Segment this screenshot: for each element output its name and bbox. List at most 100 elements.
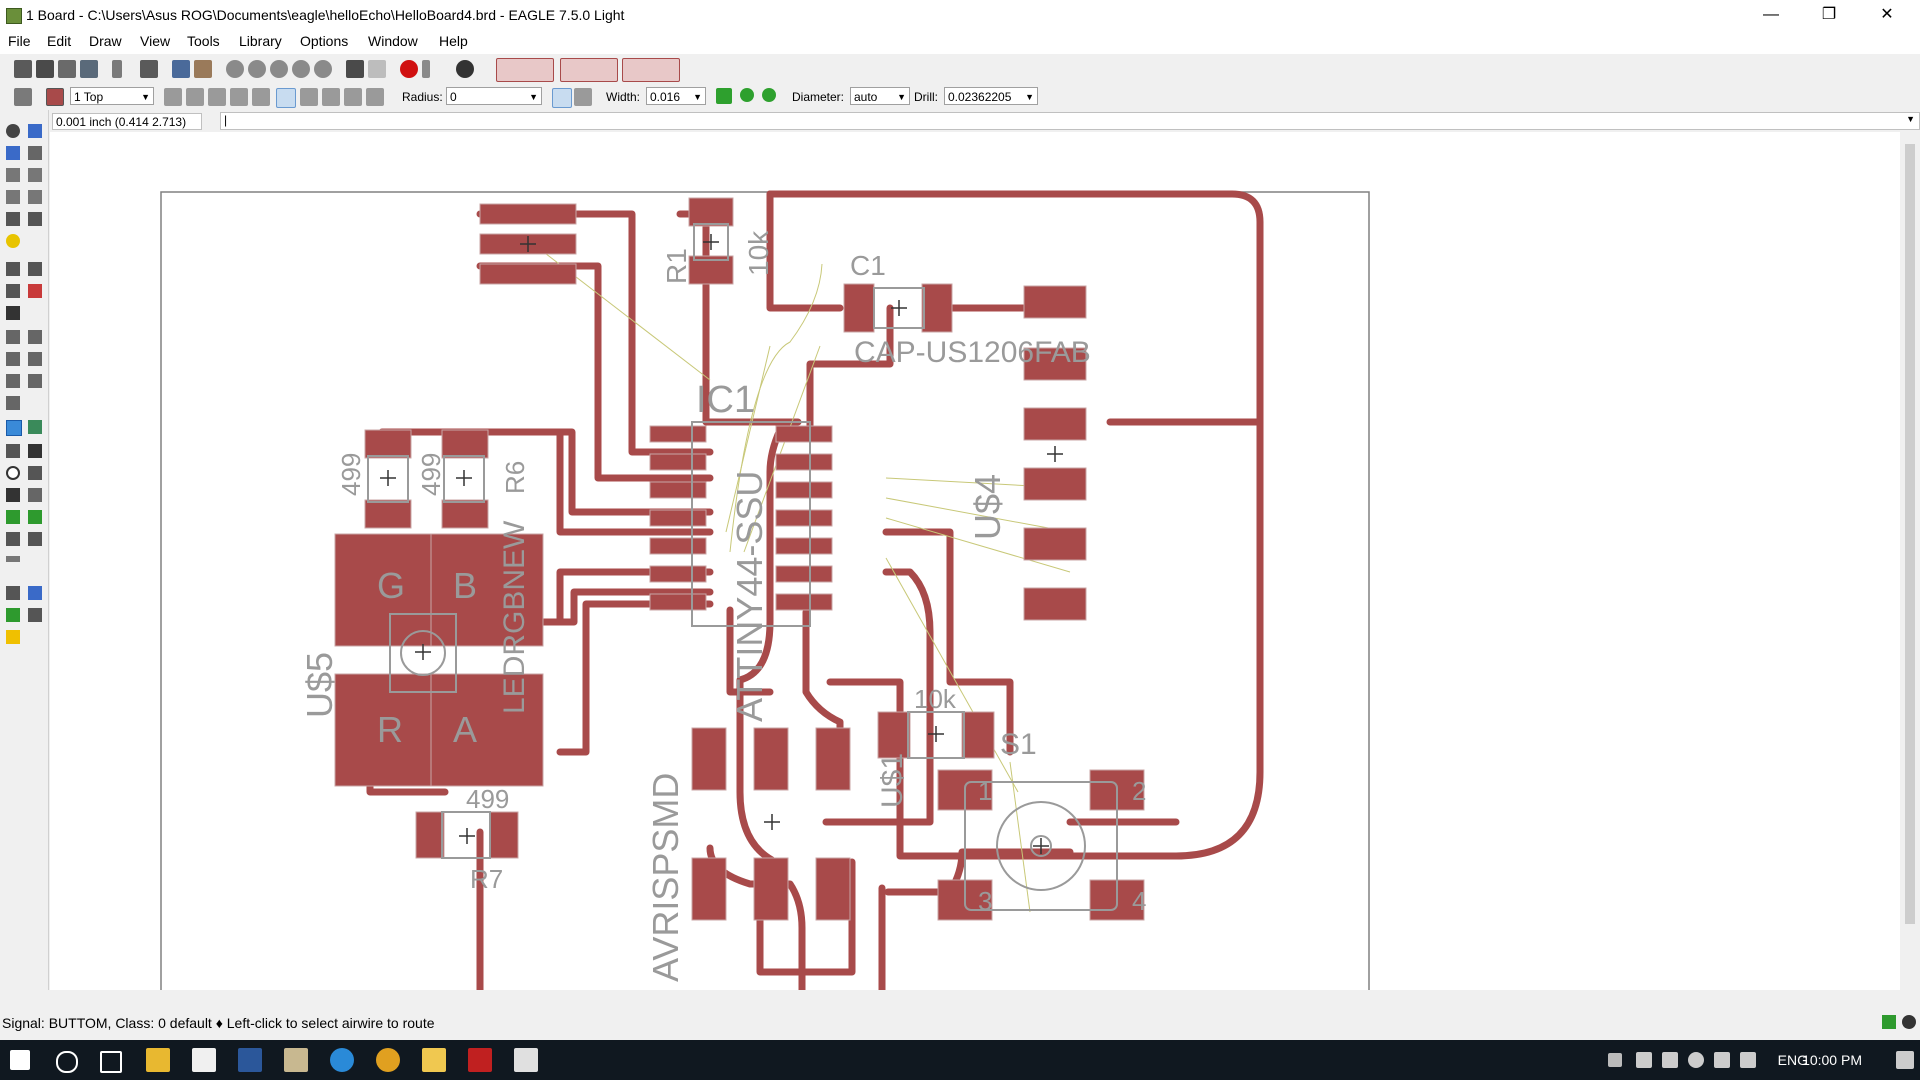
status-go-icon[interactable] [1882,1015,1896,1029]
notifications-icon[interactable] [1896,1051,1914,1069]
word-icon[interactable] [238,1048,262,1072]
ulp-icon[interactable] [140,60,158,78]
add-icon[interactable] [28,262,42,276]
close-icon[interactable]: ✕ [1880,6,1894,23]
bend-style-4-icon[interactable] [252,88,270,106]
zoom-select-icon[interactable] [292,60,310,78]
zoom-in-icon[interactable] [248,60,266,78]
board-canvas[interactable]: C1 CAP-US1206FAB R1 10k IC1 ATTINY44-SSU… [50,132,1900,990]
taskbar-clock[interactable]: 10:00 PM [1802,1052,1862,1068]
grid-icon[interactable] [14,88,32,106]
design-link-icon[interactable] [496,58,554,82]
undo-icon[interactable] [346,60,364,78]
display-icon[interactable] [6,146,20,160]
smash-icon[interactable] [28,330,42,344]
script-icon[interactable] [112,60,122,78]
ripup-icon[interactable] [28,420,42,434]
route-icon[interactable] [28,374,42,388]
width-select[interactable]: 0.016 ▼ [646,87,706,105]
menu-view[interactable]: View [140,33,171,49]
menu-help[interactable]: Help [439,33,468,49]
command-input[interactable]: | ▼ [220,112,1920,130]
cam-icon[interactable] [80,60,98,78]
drc-icon[interactable] [6,608,20,622]
miter-straight-icon[interactable] [574,88,592,106]
menu-window[interactable]: Window [368,33,418,49]
horizontal-scrollbar[interactable] [50,990,1900,1008]
eagle-taskbar-icon[interactable] [468,1048,492,1072]
print-icon[interactable] [58,60,76,78]
attribute-icon[interactable] [28,532,42,546]
redo-icon[interactable] [368,60,386,78]
via-round-icon[interactable] [740,88,754,102]
tray-battery-icon[interactable] [1662,1052,1678,1068]
lock-icon[interactable] [6,306,20,320]
pdf-icon[interactable] [284,1048,308,1072]
copy-icon[interactable] [28,168,42,182]
photos-icon[interactable] [514,1048,538,1072]
wire-icon[interactable] [6,444,20,458]
erc-icon[interactable] [28,608,42,622]
bend-style-8-icon[interactable] [344,88,362,106]
meander-icon[interactable] [6,396,20,410]
store-icon[interactable] [192,1048,216,1072]
layer-select[interactable]: 1 Top ▼ [70,87,154,105]
hole-icon[interactable] [6,532,20,546]
replace-icon[interactable] [6,284,20,298]
minimize-icon[interactable]: — [1763,6,1779,23]
edge-icon[interactable] [330,1048,354,1072]
bend-style-9-icon[interactable] [366,88,384,106]
windows-start-icon[interactable] [10,1050,30,1070]
go-icon[interactable] [422,60,430,78]
pcb-quote-icon[interactable] [560,58,618,82]
paste-icon[interactable] [6,234,20,248]
via-icon[interactable] [6,510,20,524]
ratsnest-icon[interactable] [6,586,20,600]
circle-icon[interactable] [6,466,20,480]
menu-draw[interactable]: Draw [89,33,122,49]
status-stop-icon[interactable] [1902,1015,1916,1029]
wifi-icon[interactable] [1688,1052,1704,1068]
polygon-icon[interactable] [28,488,42,502]
idf-to-3d-icon[interactable] [622,58,680,82]
bend-style-2-icon[interactable] [208,88,226,106]
folder-icon[interactable] [422,1048,446,1072]
rect-icon[interactable] [6,488,20,502]
menu-tools[interactable]: Tools [187,33,220,49]
file-explorer-icon[interactable] [146,1048,170,1072]
save-icon[interactable] [36,60,54,78]
layers-icon[interactable] [172,60,190,78]
via-octagon-icon[interactable] [762,88,776,102]
open-icon[interactable] [14,60,32,78]
optimize-icon[interactable] [6,374,20,388]
vertical-scrollbar[interactable] [1900,132,1920,990]
volume-icon[interactable] [1714,1052,1730,1068]
bend-style-6-icon[interactable] [300,88,318,106]
tray-app-icon[interactable] [1636,1052,1652,1068]
mirror-icon[interactable] [6,190,20,204]
show-icon[interactable] [28,124,42,138]
rotate-icon[interactable] [28,190,42,204]
zoom-fit-icon[interactable] [226,60,244,78]
dimension-icon[interactable] [6,556,20,562]
drill-select[interactable]: 0.02362205 ▼ [944,87,1038,105]
info-icon[interactable] [6,124,20,138]
diameter-select[interactable]: auto ▼ [850,87,910,105]
miter-icon[interactable] [28,352,42,366]
chevron-down-icon[interactable]: ▼ [1906,114,1915,124]
arc-icon[interactable] [28,466,42,480]
menu-file[interactable]: File [8,33,31,49]
chrome-icon[interactable] [376,1048,400,1072]
warning-icon[interactable] [6,630,20,644]
tray-chevron-icon[interactable] [1608,1053,1622,1067]
action-center-icon[interactable] [1740,1052,1756,1068]
bend-style-7-icon[interactable] [322,88,340,106]
value-icon[interactable] [6,330,20,344]
language-indicator[interactable]: ENG [1777,1052,1808,1068]
board-icon[interactable] [194,60,212,78]
split-icon[interactable] [6,352,20,366]
autorouter-icon[interactable] [28,586,42,600]
move-icon[interactable] [6,168,20,182]
radius-select[interactable]: 0 ▼ [446,87,542,105]
menu-edit[interactable]: Edit [47,33,72,49]
